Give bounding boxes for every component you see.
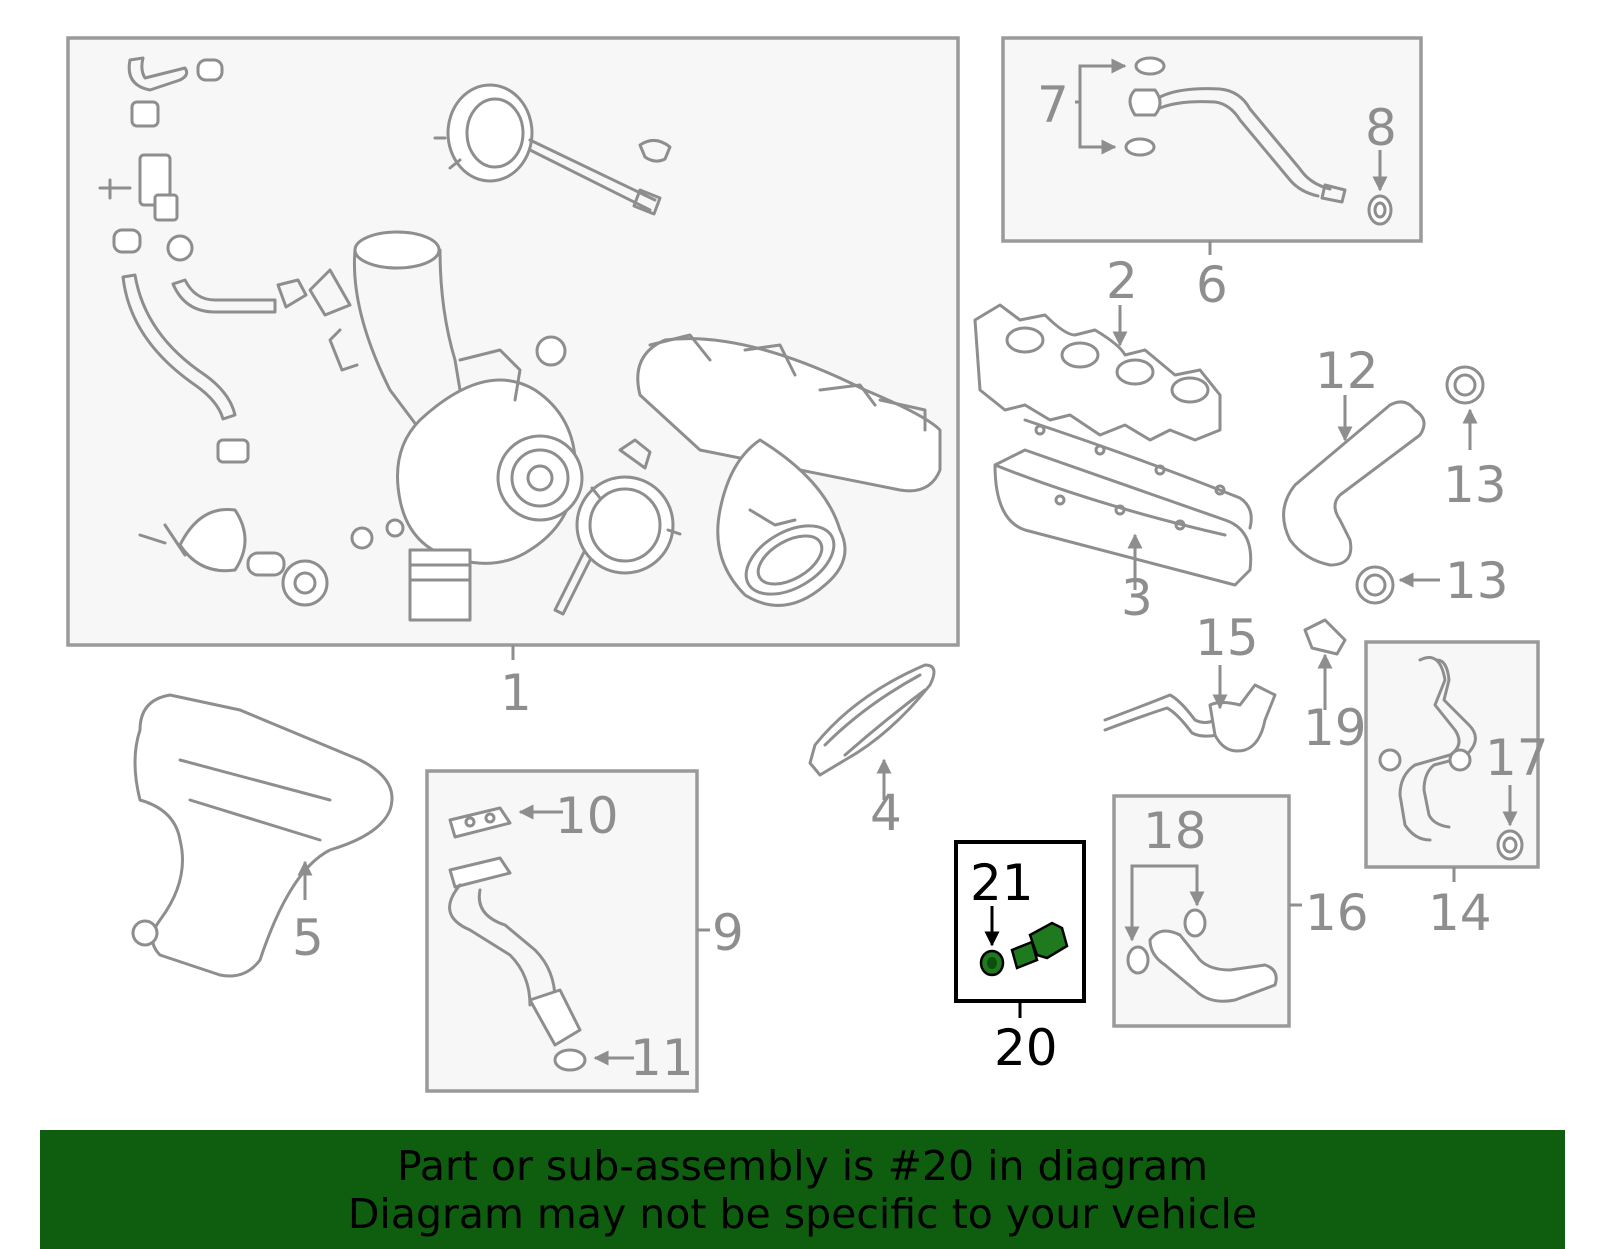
part-4-heat-shield[interactable] xyxy=(808,663,936,800)
info-banner: Part or sub-assembly is #20 in diagram D… xyxy=(40,1130,1565,1249)
callout-18: 18 xyxy=(1143,802,1207,860)
part-5-heat-shield[interactable] xyxy=(131,693,394,978)
callout-10: 10 xyxy=(555,787,619,845)
part-13-clamp-lower[interactable] xyxy=(1355,565,1440,605)
callout-14: 14 xyxy=(1428,884,1492,942)
callout-16: 16 xyxy=(1305,884,1369,942)
callout-4: 4 xyxy=(870,784,902,842)
callout-17: 17 xyxy=(1485,729,1549,787)
callout-3: 3 xyxy=(1121,569,1153,627)
callout-20: 20 xyxy=(994,1019,1058,1077)
part-20-sensor xyxy=(1010,940,1039,970)
group-box-20-highlighted[interactable] xyxy=(954,840,1086,1003)
part-12-hose[interactable] xyxy=(1282,395,1426,567)
part-3-gasket[interactable] xyxy=(993,418,1253,590)
callout-9: 9 xyxy=(712,904,744,962)
group-box-6[interactable] xyxy=(1001,36,1423,243)
part-2-gasket[interactable] xyxy=(973,303,1222,442)
callout-13a: 13 xyxy=(1443,456,1507,514)
group-box-16[interactable] xyxy=(1112,794,1291,1028)
group-box-14[interactable] xyxy=(1364,640,1540,869)
callout-19: 19 xyxy=(1303,699,1367,757)
callout-15: 15 xyxy=(1195,609,1259,667)
banner-line-2: Diagram may not be specific to your vehi… xyxy=(347,1190,1258,1238)
callout-13b: 13 xyxy=(1445,552,1509,610)
banner-line-1: Part or sub-assembly is #20 in diagram xyxy=(396,1142,1209,1190)
callout-12: 12 xyxy=(1315,342,1379,400)
part-19-clip[interactable] xyxy=(1303,618,1347,710)
callout-5: 5 xyxy=(292,909,324,967)
group-box-1[interactable] xyxy=(66,36,960,647)
part-13-clamp-upper[interactable] xyxy=(1445,365,1485,450)
callout-11: 11 xyxy=(630,1029,694,1087)
callout-7: 7 xyxy=(1037,76,1069,134)
callout-21: 21 xyxy=(970,854,1034,912)
callout-6: 6 xyxy=(1196,256,1228,314)
part-15-pipe[interactable] xyxy=(1103,665,1277,753)
callout-1: 1 xyxy=(500,664,532,722)
callout-2: 2 xyxy=(1106,252,1138,310)
callout-8: 8 xyxy=(1365,99,1397,157)
